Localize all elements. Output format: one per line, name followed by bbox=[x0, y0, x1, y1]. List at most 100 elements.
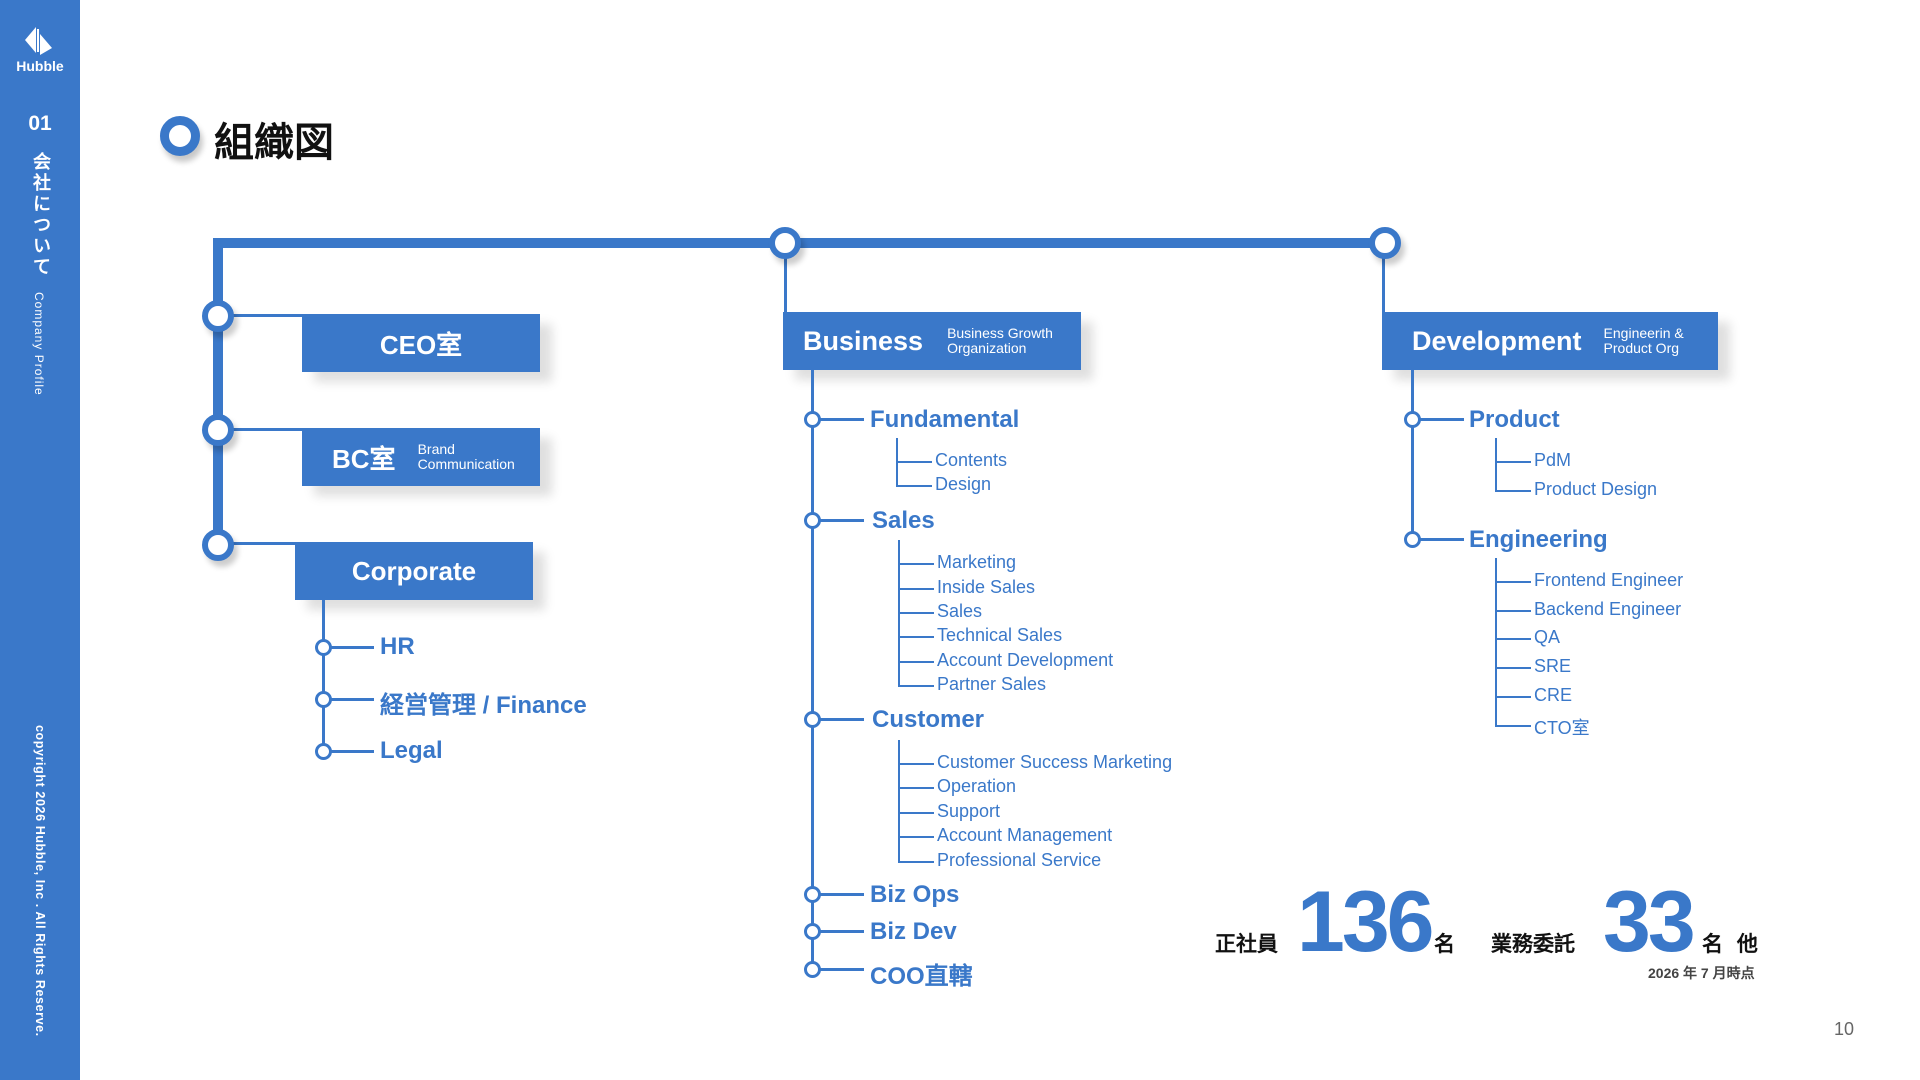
development-label: Development bbox=[1412, 325, 1582, 356]
node-dot bbox=[804, 923, 821, 940]
corporate-tree-line bbox=[322, 600, 325, 752]
development-sub: Engineerin & Product Org bbox=[1603, 325, 1684, 356]
bc-connector bbox=[218, 428, 304, 431]
subtree-connector bbox=[898, 787, 934, 789]
sub-item-operation: Operation bbox=[937, 776, 1017, 796]
subtree-connector bbox=[1495, 696, 1531, 698]
sub-item-customer-success-marketing: Customer Success Marketing bbox=[937, 752, 1173, 772]
business-group-customer: Customer bbox=[872, 706, 985, 733]
junction-dot bbox=[202, 414, 234, 446]
sub-item-marketing: Marketing bbox=[937, 552, 1017, 572]
sub-item-technical-sales: Technical Sales bbox=[937, 625, 1063, 645]
node-dot bbox=[804, 961, 821, 978]
subtree-connector bbox=[1495, 581, 1531, 583]
development-group-engineering: Engineering bbox=[1469, 526, 1608, 553]
tree-connector bbox=[818, 718, 864, 721]
subtree-connector bbox=[898, 685, 934, 687]
corporate-connector bbox=[218, 542, 298, 545]
subtree-line bbox=[898, 740, 900, 863]
sub-item-inside-sales: Inside Sales bbox=[937, 577, 1036, 597]
corporate-item-legal: Legal bbox=[380, 737, 443, 764]
fulltime-count: 136 bbox=[1297, 874, 1434, 970]
subtree-connector bbox=[898, 636, 934, 638]
node-dot bbox=[804, 512, 821, 529]
fulltime-unit: 名 bbox=[1434, 933, 1455, 956]
corporate-label: Corporate bbox=[351, 555, 477, 586]
corporate-box[interactable]: Corporate bbox=[295, 542, 533, 600]
copyright: copyright 2026 Hubble, Inc . All Rights … bbox=[33, 725, 47, 1037]
page-number: 10 bbox=[1834, 1019, 1855, 1039]
sub-item-pdm: PdM bbox=[1534, 450, 1572, 470]
ceo-office-label: CEO室 bbox=[379, 329, 463, 360]
node-dot bbox=[1404, 531, 1421, 548]
sub-item-contents: Contents bbox=[935, 450, 1008, 470]
hubble-logo-icon bbox=[25, 27, 52, 55]
sub-item-design: Design bbox=[935, 474, 992, 494]
corporate-item-finance: 経営管理 / Finance bbox=[380, 692, 587, 719]
junction-dot bbox=[769, 227, 801, 259]
ceo-office-box[interactable]: CEO室 bbox=[302, 314, 540, 372]
sub-item-sales: Sales bbox=[937, 601, 983, 621]
junction-dot bbox=[1369, 227, 1401, 259]
node-dot bbox=[315, 743, 332, 760]
subtree-connector bbox=[1495, 667, 1531, 669]
tree-connector bbox=[818, 418, 864, 421]
business-sub: Business Growth Organization bbox=[947, 325, 1053, 356]
sub-item-account-management: Account Management bbox=[937, 825, 1113, 845]
sub-item-qa: QA bbox=[1534, 627, 1561, 647]
subtree-connector bbox=[898, 661, 934, 663]
node-dot bbox=[315, 639, 332, 656]
sub-item-product-design: Product Design bbox=[1534, 479, 1658, 499]
subtree-connector bbox=[1495, 461, 1531, 463]
subtree-connector bbox=[898, 861, 934, 863]
section-title: 会社について bbox=[31, 152, 51, 278]
sub-item-professional-service: Professional Service bbox=[937, 850, 1102, 870]
sub-item-backend-engineer: Backend Engineer bbox=[1534, 599, 1682, 619]
business-group-fundamental: Fundamental bbox=[870, 406, 1020, 433]
fulltime-label: 正社員 bbox=[1215, 933, 1278, 956]
tree-connector bbox=[330, 750, 374, 753]
business-group-biz-ops: Biz Ops bbox=[870, 881, 960, 908]
business-tree-line bbox=[811, 370, 814, 968]
tree-connector bbox=[818, 930, 864, 933]
sub-item-sre: SRE bbox=[1534, 656, 1572, 676]
tree-connector bbox=[330, 698, 374, 701]
as-of-date: 2026 年 7 月時点 bbox=[1648, 965, 1755, 981]
tree-connector bbox=[1418, 538, 1464, 541]
tree-connector bbox=[818, 893, 864, 896]
subtree-connector bbox=[1495, 638, 1531, 640]
development-tree-line bbox=[1411, 370, 1414, 540]
business-group-coo: COO直轄 bbox=[870, 963, 973, 990]
corporate-item-hr: HR bbox=[380, 633, 415, 660]
sub-item-partner-sales: Partner Sales bbox=[937, 674, 1047, 694]
bc-office-label: BC室 bbox=[332, 443, 396, 474]
tree-connector bbox=[1418, 418, 1464, 421]
business-group-sales: Sales bbox=[872, 507, 935, 534]
node-dot bbox=[804, 711, 821, 728]
development-box[interactable]: Development Engineerin & Product Org bbox=[1382, 312, 1718, 370]
business-box[interactable]: Business Business Growth Organization bbox=[783, 312, 1081, 370]
sub-item-cto-office: CTO室 bbox=[1534, 718, 1590, 738]
sub-item-cre: CRE bbox=[1534, 685, 1573, 705]
contract-unit: 名 他 bbox=[1702, 933, 1758, 956]
node-dot bbox=[1404, 411, 1421, 428]
node-dot bbox=[804, 886, 821, 903]
contract-label: 業務委託 bbox=[1491, 933, 1575, 956]
subtree-connector bbox=[898, 763, 934, 765]
subtree-connector bbox=[896, 485, 932, 487]
subtree-connector bbox=[898, 836, 934, 838]
node-dot bbox=[804, 411, 821, 428]
sidebar: Hubble 01 会社について Company Profile copyrig… bbox=[0, 0, 80, 1080]
node-dot bbox=[315, 691, 332, 708]
sub-item-support: Support bbox=[937, 801, 1001, 821]
hubble-logo[interactable]: Hubble bbox=[0, 26, 80, 74]
page-title: 組織図 bbox=[214, 121, 334, 165]
subtree-connector bbox=[898, 563, 934, 565]
contract-count: 33 bbox=[1603, 874, 1696, 970]
development-stem bbox=[1382, 243, 1385, 316]
ceo-connector bbox=[218, 314, 304, 317]
title-bullet-icon bbox=[160, 116, 200, 156]
sub-item-frontend-engineer: Frontend Engineer bbox=[1534, 570, 1684, 590]
bc-office-box[interactable]: BC室 Brand Communication bbox=[302, 428, 540, 486]
trunk-top-line bbox=[213, 238, 1391, 248]
